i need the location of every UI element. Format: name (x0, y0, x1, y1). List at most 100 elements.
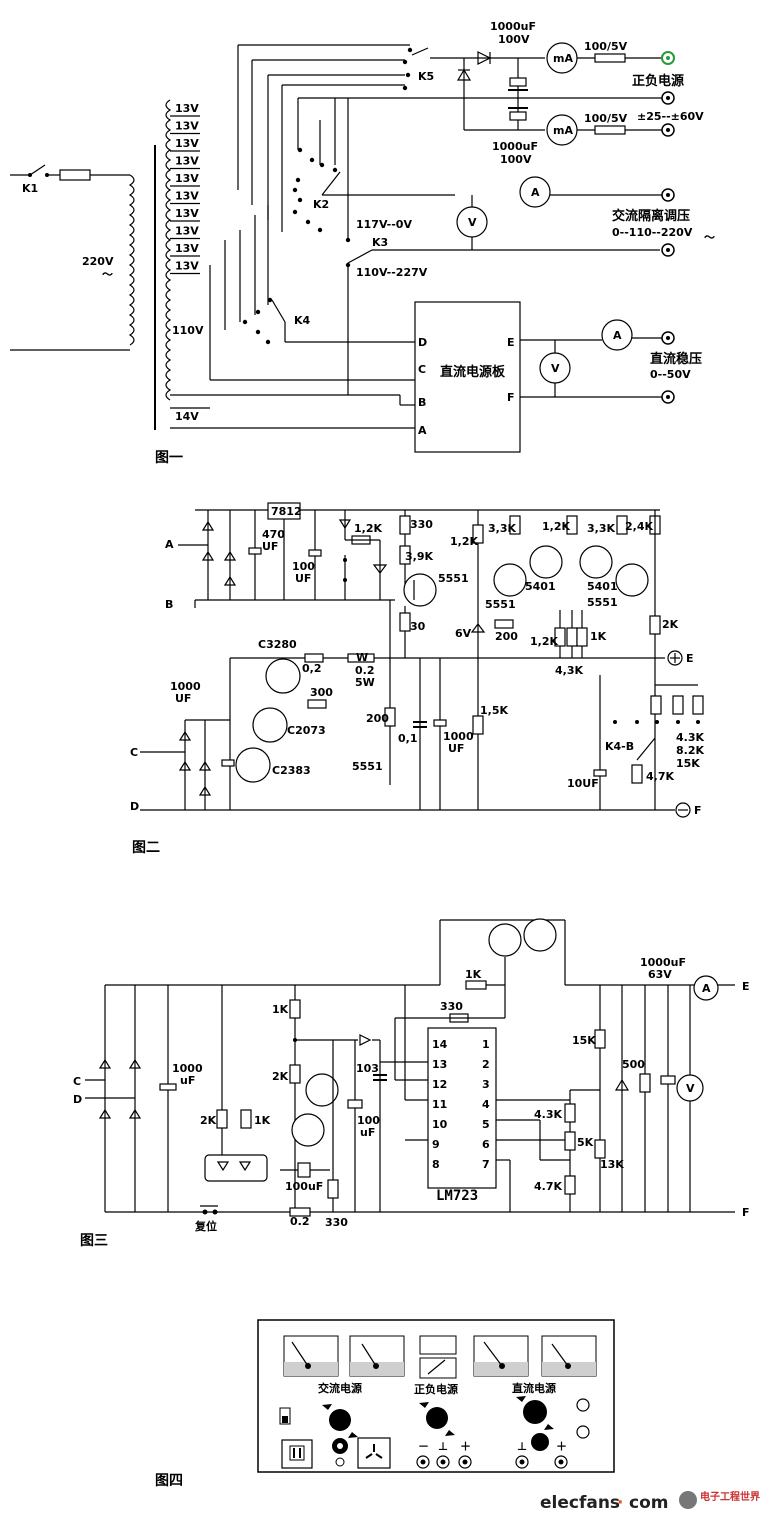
fig2-f: F (694, 804, 702, 817)
c1000b-value: 1000 (443, 730, 474, 743)
pin-f: F (507, 391, 515, 404)
fuse-holder[interactable] (531, 1433, 549, 1451)
c100u-b-value: 100 (357, 1114, 380, 1127)
panel-pn-label: 正负电源 (414, 1382, 458, 1396)
switch-k3: 117V--0V K3 110V--227V (345, 218, 660, 279)
v220-tilde: ～ (102, 268, 113, 281)
r200-a: 200 (495, 630, 518, 643)
k3-label: K3 (372, 236, 388, 249)
tap-label-13v: 13V (175, 120, 199, 133)
ic-7812-label: 7812 (271, 505, 302, 518)
dc-board (414, 301, 521, 453)
knob-pn[interactable] (419, 1402, 455, 1436)
knob-ac[interactable] (322, 1404, 358, 1438)
pn-range: ±25--±60V (637, 110, 704, 123)
c470-unit: UF (262, 540, 278, 553)
optocoupler (204, 1154, 268, 1182)
dc-range: 0--50V (650, 368, 691, 381)
fig2-a: A (165, 538, 174, 551)
fig3-voltmeter-label: V (686, 1082, 695, 1095)
socket-three-pin-round[interactable] (332, 1438, 348, 1467)
panel-meter (283, 1335, 339, 1377)
ammeter-ac (519, 176, 551, 208)
transistor-3c (305, 1073, 339, 1107)
knob-dc[interactable] (516, 1396, 554, 1430)
r330-t: 330 (440, 1000, 463, 1013)
terminal-symbol: － (418, 1440, 429, 1453)
c1000-value: 1000 (170, 680, 201, 693)
k1-label: K1 (22, 182, 38, 195)
terminal-symbol: ⊥ (517, 1440, 527, 1453)
c01: 0,1 (398, 732, 418, 745)
tap-label-13v: 13V (175, 155, 199, 168)
c2383: C2383 (272, 764, 311, 777)
output-terminal-center (519, 1459, 525, 1465)
transistor-c2073 (252, 707, 288, 743)
r2k-l: 2K (200, 1114, 217, 1127)
reset-label: 复位 (194, 1219, 217, 1233)
r39k: 3,9K (405, 550, 433, 563)
fig3-r02: 0.2 (290, 1215, 310, 1228)
figure-2: A B C D 470 UF 7812 100 UF 1,2K (130, 502, 704, 856)
c103: 103 (356, 1062, 379, 1075)
chip-pin-left: 14 (432, 1038, 448, 1051)
fig2-b: B (165, 598, 173, 611)
c100u-a: 100uF (285, 1180, 323, 1193)
fig3-r1k: 1K (254, 1114, 271, 1127)
r1k-t: 1K (465, 968, 482, 981)
voltmeter-dc-label: V (551, 362, 560, 375)
ammeter-ac-label: A (531, 186, 540, 199)
rw-value: 0.2 (355, 664, 375, 677)
fig2-c: C (130, 746, 138, 759)
fig3-r43k: 4.3K (534, 1108, 562, 1121)
r02: 0,2 (302, 662, 322, 675)
fig3-r13k: 13K (600, 1158, 624, 1171)
transistor-5401-a (529, 545, 563, 579)
figure-4-panel: 交流电源 正负电源 直流电源 (257, 1319, 615, 1473)
ma-meter-top-label: mA (553, 52, 573, 65)
ac-socket-three-pin[interactable] (357, 1437, 391, 1469)
r33k-2: 3,3K (587, 522, 615, 535)
output-terminal-center (558, 1459, 564, 1465)
transistor-5551-a (403, 573, 437, 607)
fig4-caption: 图四 (155, 1473, 183, 1489)
indicator-lamp (576, 1425, 590, 1439)
r2k: 2K (662, 618, 679, 631)
fig3-caption: 图三 (80, 1233, 108, 1249)
transistor-3a (488, 923, 522, 957)
fig2-e: E (686, 652, 694, 665)
k3-upper-label: 117V--0V (356, 218, 412, 231)
elecfans-watermark: elecfans · com 电子工程世界 (540, 1490, 760, 1513)
sel-43k: 4.3K (676, 731, 704, 744)
fig3-e: E (742, 980, 750, 993)
fig3-r15k: 15K (572, 1034, 596, 1047)
fig3-r2k: 2K (272, 1070, 289, 1083)
r300: 300 (310, 686, 333, 699)
chip-lm723 (427, 1027, 497, 1189)
fig3-f: F (742, 1206, 750, 1219)
indicator-lamp (576, 1398, 590, 1412)
panel-ac-label: 交流电源 (318, 1381, 362, 1395)
tap-label-13v: 13V (175, 225, 199, 238)
panel-meter (473, 1335, 529, 1377)
switch-k5: K5 (402, 47, 434, 91)
pin-b: B (418, 396, 426, 409)
ac-range: 0--110--220V (612, 226, 693, 239)
chip-pin-right: 3 (482, 1078, 490, 1091)
fig3-c1000-value: 1000 (172, 1062, 203, 1075)
ac-socket-two-pin[interactable] (281, 1439, 313, 1469)
z6v: 6V (455, 627, 472, 640)
shunt-top-label: 100/5V (584, 40, 628, 53)
k5-label: K5 (418, 70, 434, 83)
q5401-a: 5401 (525, 580, 556, 593)
chip-pin-right: 6 (482, 1138, 490, 1151)
fig3-c: C (73, 1075, 81, 1088)
chip-pin-left: 10 (432, 1118, 448, 1131)
dc-label: 直流稳压 (650, 351, 702, 367)
k3-lower-label: 110V--227V (356, 266, 428, 279)
v220-label: 220V (82, 255, 114, 268)
transistor-3d (291, 1113, 325, 1147)
tap-label-13v: 13V (175, 207, 199, 220)
